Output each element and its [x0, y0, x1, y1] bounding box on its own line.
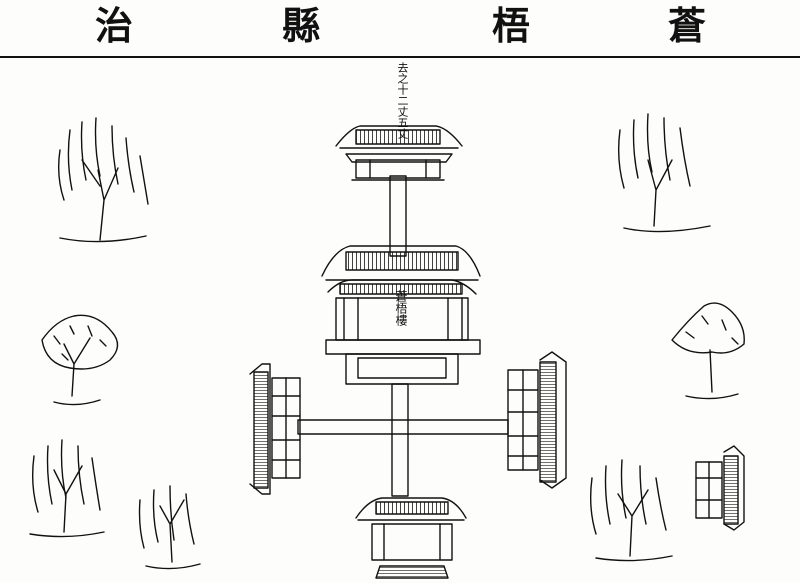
- top-inscription: 去之十二丈五丈: [396, 62, 409, 139]
- title-char-xian: 縣: [282, 3, 321, 48]
- willow-tree-bottom-center-left: [138, 485, 201, 570]
- far-right-small-hall: [695, 445, 745, 531]
- willow-tree-bottom-left: [29, 439, 105, 538]
- tower-label: 蒼梧樓: [394, 290, 408, 326]
- bushy-tree-mid-left: [41, 314, 119, 406]
- right-side-hall: [507, 351, 567, 489]
- left-side-hall: [249, 363, 301, 495]
- willow-tree-top-right: [617, 113, 711, 233]
- top-gate-pavilion: [335, 125, 463, 181]
- main-tower: [321, 245, 481, 385]
- willow-tree-bottom-right: [589, 459, 673, 562]
- title-char-zhi: 治: [95, 3, 134, 48]
- title-char-cang: 蒼: [668, 3, 707, 48]
- pine-tree-mid-right: [671, 302, 745, 400]
- header-rule: [0, 56, 800, 58]
- bottom-gate: [355, 497, 467, 579]
- central-road: [297, 175, 509, 497]
- willow-tree-top-left: [57, 117, 149, 243]
- title-char-wu: 梧: [492, 3, 531, 48]
